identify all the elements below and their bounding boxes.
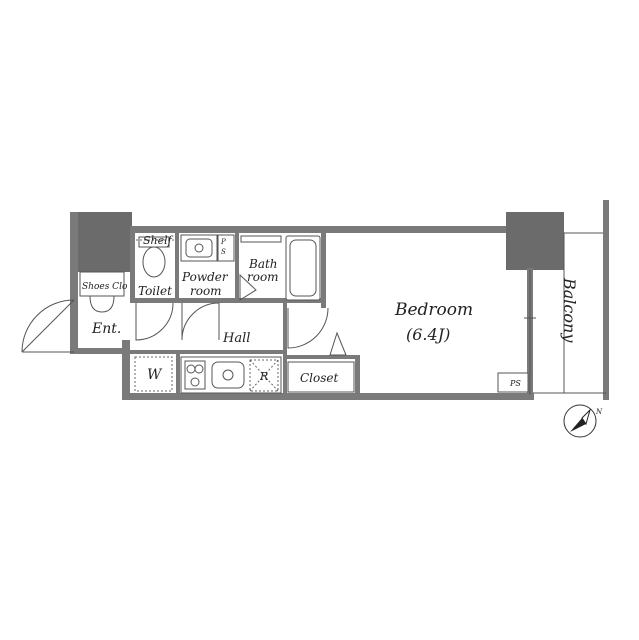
wall-washer-right — [176, 350, 180, 395]
hall-doors — [135, 302, 347, 356]
walls — [70, 212, 564, 400]
balcony-rail — [603, 200, 609, 400]
wall-powder-bath — [235, 233, 239, 301]
balcony — [524, 200, 609, 400]
entrance-door — [21, 299, 75, 353]
label-shoes-closet: Shoes Clo — [82, 282, 128, 292]
kitchen — [180, 356, 282, 394]
label-ps: PS — [509, 379, 521, 388]
label-bath-room: room — [247, 270, 279, 284]
label-ps-small-s: S — [221, 248, 226, 256]
label-bedroom-size: (6.4J) — [406, 325, 450, 344]
washer-space — [134, 356, 173, 392]
ps-box — [497, 372, 529, 393]
bath-door — [239, 273, 257, 301]
wall-top — [130, 226, 508, 233]
closet-box — [287, 361, 355, 393]
label-powder-room: room — [190, 284, 222, 298]
label-powder: Powder — [181, 270, 229, 284]
wall-bottom — [122, 393, 534, 400]
wall-entrance-bottom — [70, 348, 130, 354]
wall-toilet-powder — [175, 233, 179, 301]
label-hall: Hall — [222, 331, 250, 346]
label-bath: Bath — [248, 257, 278, 271]
compass-icon: N — [563, 404, 603, 438]
label-entrance: Ent. — [91, 321, 121, 337]
label-toilet: Toilet — [138, 284, 172, 298]
wall-left — [70, 212, 78, 352]
wall-toilet-left — [130, 226, 135, 298]
label-washer: W — [147, 367, 163, 383]
bathtub — [240, 235, 321, 301]
label-closet: Closet — [300, 371, 339, 385]
pillar-right — [506, 212, 564, 270]
wall-hall-right — [283, 303, 287, 398]
wall-wet-bottom — [130, 298, 326, 303]
label-bedroom: Bedroom — [394, 300, 473, 320]
pillar-left — [70, 212, 132, 272]
wall-washer-top — [130, 350, 180, 354]
shoe-closet — [79, 271, 125, 313]
wall-closet-right — [355, 355, 360, 397]
wall-closet-top — [283, 355, 360, 359]
label-ps-small-p: P — [220, 238, 226, 246]
wall-kitchen-top — [176, 350, 283, 354]
ps-box-small — [217, 234, 235, 262]
powder-sink — [180, 234, 218, 262]
label-fridge: R — [259, 370, 268, 383]
wall-left-lower — [122, 340, 130, 400]
label-shelf: Shelf — [143, 234, 174, 247]
compass-north-label: N — [595, 408, 603, 416]
toilet-fixture — [138, 236, 170, 278]
wall-bath-bedroom — [321, 233, 326, 308]
label-balcony: Balcony — [560, 277, 579, 343]
